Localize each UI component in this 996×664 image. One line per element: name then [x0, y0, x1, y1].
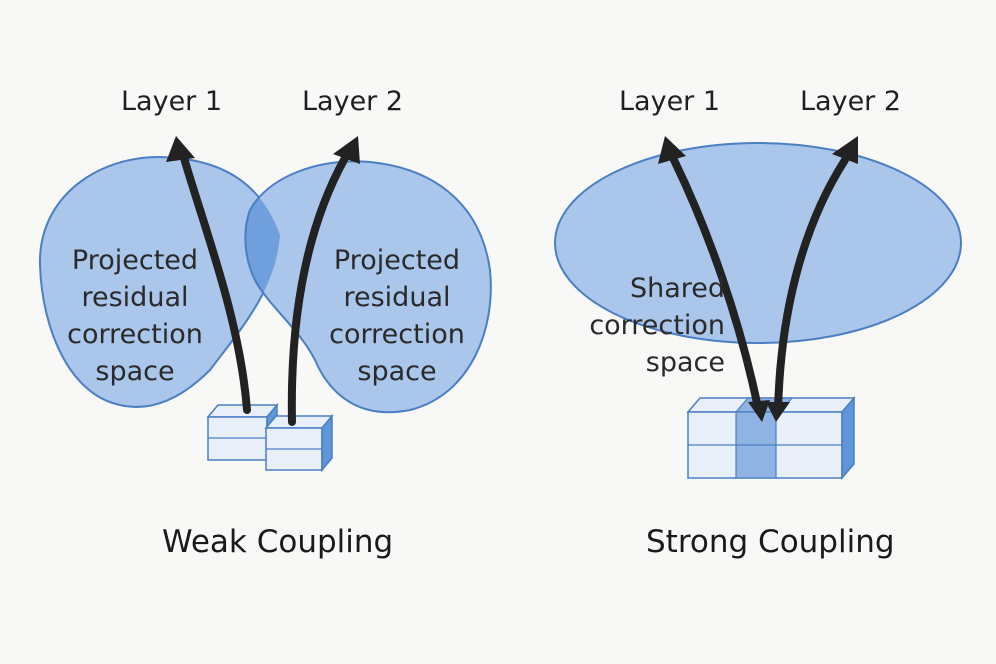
- weak-layer2-label: Layer 2: [302, 86, 404, 117]
- arrowhead-layer2-weak: [333, 136, 360, 164]
- small-block-right: [264, 413, 334, 473]
- arrowhead-block-right: [766, 402, 790, 422]
- strong-coupling-panel: [554, 136, 962, 481]
- arrowhead-layer2-strong: [832, 136, 858, 164]
- arrow-to-layer1-strong: [670, 156, 762, 412]
- arrow-to-layer2-strong: [774, 156, 849, 416]
- strong-coupling-caption: Strong Coupling: [646, 524, 895, 560]
- arrowhead-layer1-weak: [166, 136, 195, 162]
- arrowhead-layer1-strong: [658, 136, 686, 164]
- weak-coupling-panel: [38, 136, 492, 473]
- shared-space-text: Shared correction space: [589, 273, 725, 378]
- shared-correction-space-ellipse: [554, 142, 962, 344]
- arrow-to-layer2-weak: [287, 154, 349, 426]
- strong-layer1-label: Layer 1: [619, 86, 721, 117]
- weak-layer1-label: Layer 1: [121, 86, 223, 117]
- arrowhead-block-left: [748, 400, 770, 422]
- weak-coupling-caption: Weak Coupling: [162, 524, 394, 560]
- arrow-to-layer1-weak: [180, 154, 251, 414]
- left-space-text: Projected residual correction space: [67, 245, 203, 387]
- right-space-text: Projected residual correction space: [329, 245, 465, 387]
- right-projected-space-blob: [244, 160, 492, 414]
- strong-layer2-label: Layer 2: [800, 86, 902, 117]
